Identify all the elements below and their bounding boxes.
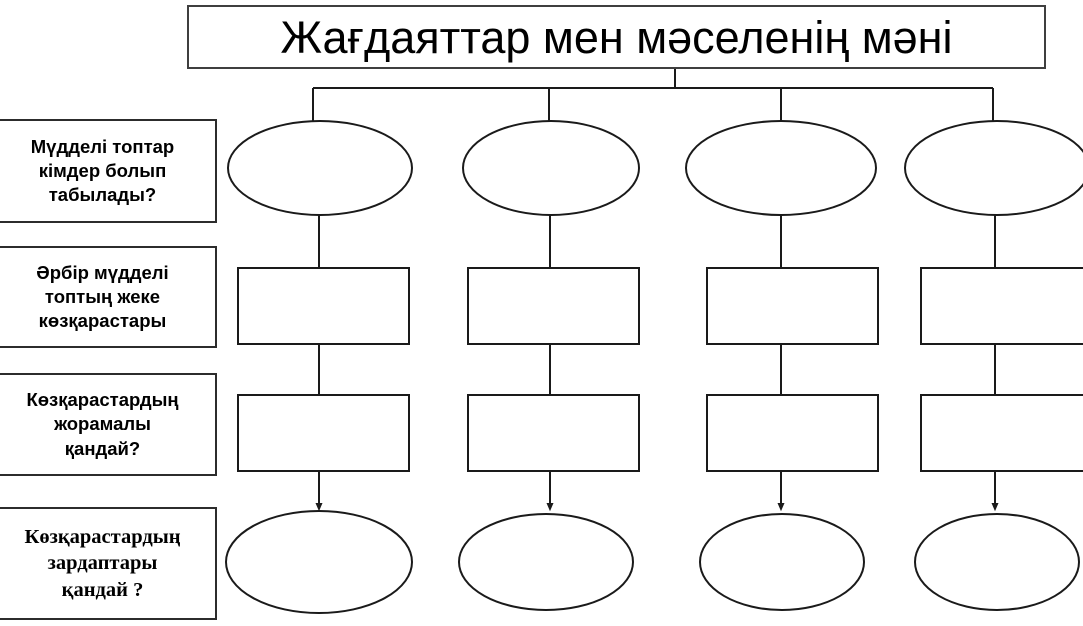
diagram-title-box: Жағдаяттар мен мәселенің мәні xyxy=(187,5,1046,69)
node-rect-lower-4 xyxy=(920,394,1083,472)
node-rect-lower-2 xyxy=(467,394,640,472)
node-rect-lower-1 xyxy=(237,394,410,472)
node-ellipse-bottom-4 xyxy=(914,513,1080,611)
row-label-text-4: Көзқарастардың зардаптары қандай ? xyxy=(24,526,181,601)
row-label-text-3: Көзқарастардың жорамалы қандай? xyxy=(26,389,179,459)
row-label-box-2: Әрбір мүдделі топтың жеке көзқарастары xyxy=(0,246,217,348)
row-label-text-2: Әрбір мүдделі топтың жеке көзқарастары xyxy=(36,261,169,332)
node-ellipse-top-3 xyxy=(685,120,877,216)
row-label-box-1: Мүдделі топтар кімдер болып табылады? xyxy=(0,119,217,223)
row-label-text-1: Мүдделі топтар кімдер болып табылады? xyxy=(30,135,175,206)
row-label-box-4: Көзқарастардың зардаптары қандай ? xyxy=(0,507,217,620)
node-ellipse-bottom-1 xyxy=(225,510,413,614)
node-rect-lower-3 xyxy=(706,394,879,472)
node-rect-upper-2 xyxy=(467,267,640,345)
diagram-title-text: Жағдаяттар мен мәселенің мәні xyxy=(280,11,953,63)
row-label-box-3: Көзқарастардың жорамалы қандай? xyxy=(0,373,217,476)
node-ellipse-top-1 xyxy=(227,120,413,216)
node-ellipse-top-2 xyxy=(462,120,640,216)
node-ellipse-bottom-3 xyxy=(699,513,865,611)
node-rect-upper-1 xyxy=(237,267,410,345)
node-ellipse-top-4 xyxy=(904,120,1083,216)
node-rect-upper-4 xyxy=(920,267,1083,345)
node-rect-upper-3 xyxy=(706,267,879,345)
node-ellipse-bottom-2 xyxy=(458,513,634,611)
